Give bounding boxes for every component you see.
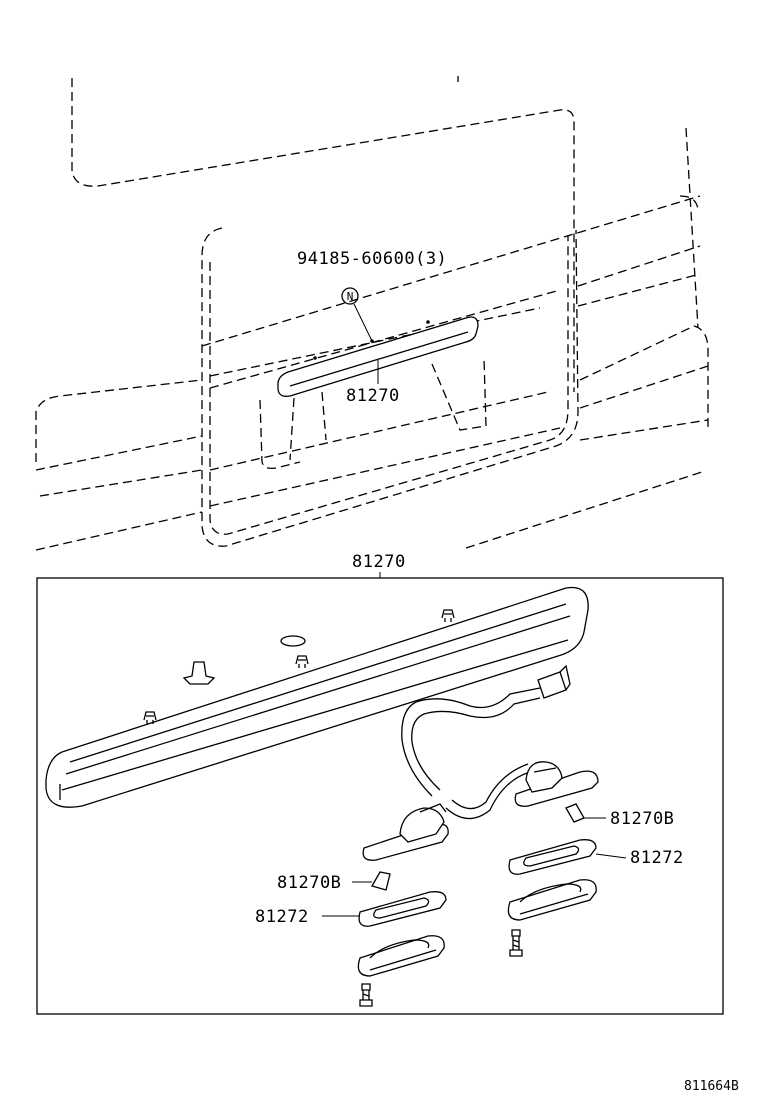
- bulb-label-left: 81270B: [277, 873, 341, 893]
- lamp-housing-right: [514, 761, 599, 807]
- clip-marker-label: N: [347, 290, 354, 303]
- lens-cover-right: [507, 879, 597, 921]
- screw-left: [359, 983, 373, 1007]
- assembly-label-header: 81270: [352, 552, 406, 572]
- lamp-housing-left: [362, 803, 449, 861]
- clip-part-number-label: 94185-60600(3): [297, 249, 447, 269]
- gasket-right: [508, 839, 597, 875]
- bulb-right: [565, 803, 585, 823]
- clip-marker-n: N: [341, 287, 359, 305]
- lens-cover-left: [357, 935, 445, 977]
- gasket-left: [358, 891, 447, 927]
- vehicle-rear-outline: [35, 76, 709, 551]
- bulb-label-right: 81270B: [610, 809, 674, 829]
- screw-right: [509, 929, 523, 957]
- gasket-label-left: 81272: [255, 907, 309, 927]
- lamp-garnish-installed: [277, 316, 479, 397]
- gasket-label-right: 81272: [630, 848, 684, 868]
- illustration-code: 811664B: [684, 1079, 739, 1094]
- exploded-view-frame: [36, 577, 724, 1015]
- assembly-label-upper: 81270: [346, 386, 400, 406]
- bulb-left: [371, 871, 391, 891]
- lamp-garnish-exploded: [45, 586, 589, 808]
- wire-harness: [401, 664, 571, 820]
